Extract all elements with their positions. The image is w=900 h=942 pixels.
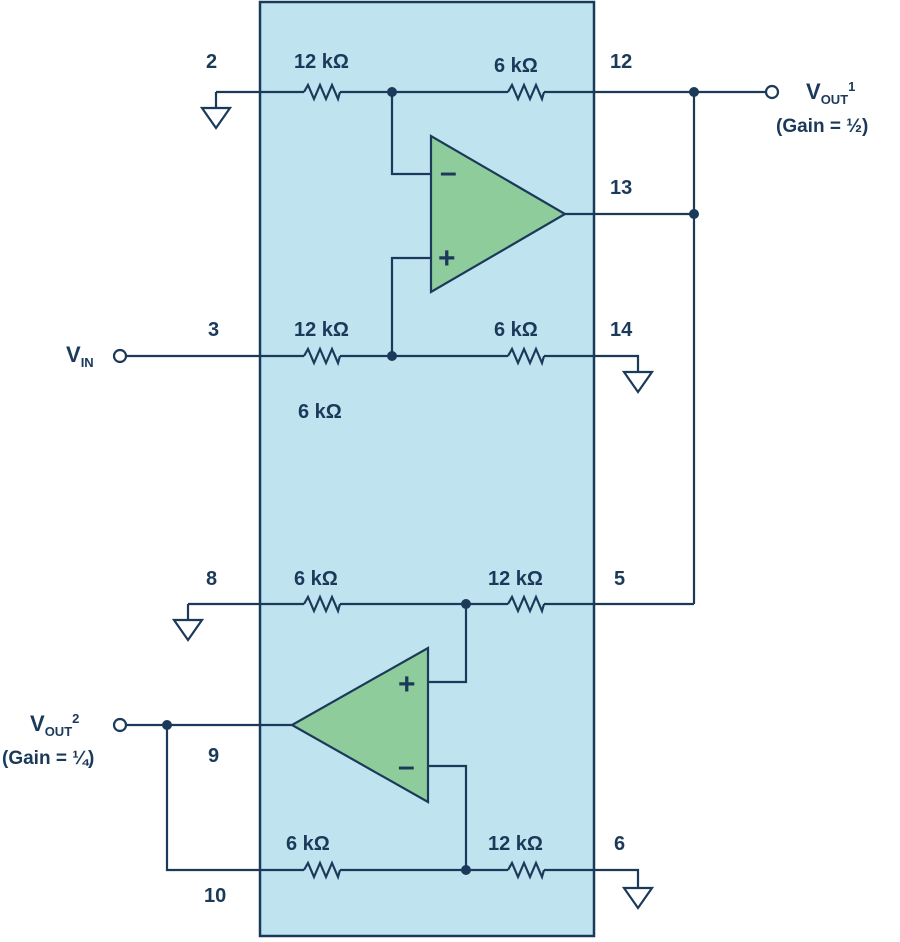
vout2-label: VOUT2 [30,711,79,739]
opamp-bottom-minus: – [398,750,415,783]
ground-pin8 [171,604,205,642]
vout1-label: VOUT1 [806,79,855,107]
wire-feedback-loop [165,725,466,872]
resistor-top-left [303,82,342,103]
resistor-mid-left-label: 12 kΩ [294,319,349,341]
resistor-top-right-label: 6 kΩ [494,55,538,77]
vout1-terminal[interactable] [764,84,780,100]
vin-terminal[interactable] [112,348,128,364]
opamp-bottom [289,646,430,804]
ground-pin14 [621,370,655,394]
pin-6-label: 6 [614,833,625,855]
wire-node-a-to-minus [390,92,431,176]
pin-10-label: 10 [204,885,226,907]
ground-pin2 [199,92,233,130]
vout2-gain-label: (Gain = ¼) [2,748,94,769]
resistor-lower-right [507,594,546,615]
opamp-bottom-plus: + [398,668,416,701]
wire-node-e-to-plus [428,604,468,684]
vin-label: VIN [66,342,94,370]
pin-3-label: 3 [208,319,219,341]
ground-pin6 [621,886,655,910]
pin-12-label: 12 [610,51,632,73]
resistor-mid-left [303,346,342,367]
pin-5-label: 5 [614,568,625,590]
wire-node-f-to-minus [428,764,468,870]
pin-13-label: 13 [610,177,632,199]
pin-9-label: 9 [208,745,219,767]
resistor-bottom-left-label: 6 kΩ [286,833,330,855]
resistor-bottom-right [507,860,546,881]
resistor-bottom-right-label: 12 kΩ [488,833,543,855]
resistor-lower-left-label: 6 kΩ [294,568,338,590]
wire-node-c-to-plus [390,256,431,356]
opamp-top-plus: + [438,242,456,275]
resistor-bottom-left [303,860,342,881]
pin-14-label: 14 [610,319,633,341]
vout2-terminal[interactable] [112,717,128,733]
resistor-mid-right [507,346,546,367]
wire-node-c-to-pin14 [392,354,640,372]
wire-node-f-to-pin6 [466,868,640,888]
opamp-top [429,134,568,294]
resistor-top-left-label: 12 kΩ [294,51,349,73]
pin-8-label: 8 [206,568,217,590]
resistor-top-right [507,82,546,103]
resistor-mid-right-label: 6 kΩ [494,319,538,341]
resistor-mid-extra-label: 6 kΩ [298,401,342,423]
vout1-gain-label: (Gain = ½) [776,116,868,137]
resistor-lower-left [303,594,342,615]
opamp-top-minus: – [440,156,457,189]
resistor-lower-right-label: 12 kΩ [488,568,543,590]
pin-2-label: 2 [206,51,217,73]
